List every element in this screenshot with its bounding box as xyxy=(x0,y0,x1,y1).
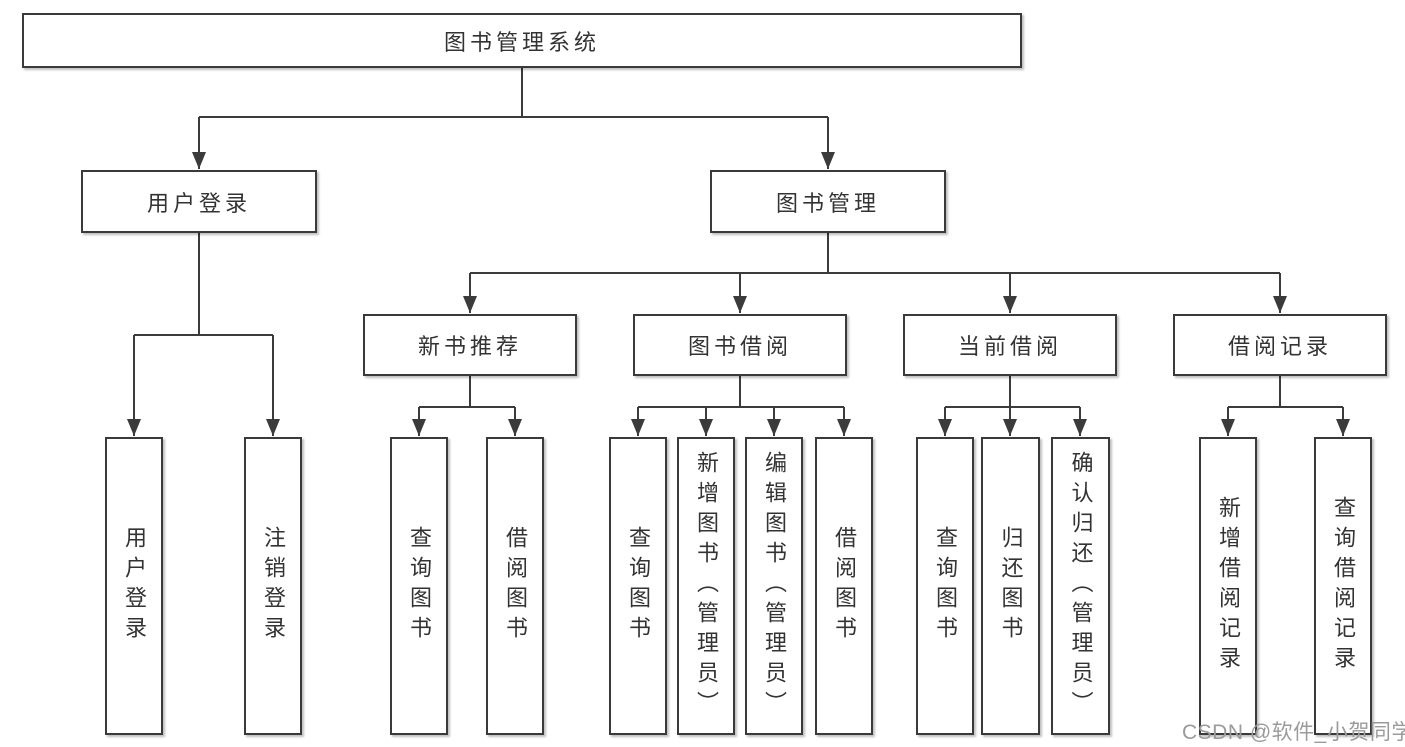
leaf-borrow-books-borrowing: 借阅图书 xyxy=(815,437,873,735)
arrowhead-icon xyxy=(1336,419,1350,436)
leaf-query-books-borrowing: 查询图书 xyxy=(609,437,667,735)
leaf-label: 借阅图书 xyxy=(832,526,857,646)
arrowhead-icon xyxy=(463,296,477,313)
arrowhead-icon xyxy=(1073,419,1087,436)
arrowhead-icon xyxy=(938,419,952,436)
node-book-management: 图书管理 xyxy=(710,170,946,233)
node-borrowing-records: 借阅记录 xyxy=(1173,314,1387,376)
arrowhead-icon xyxy=(127,419,141,436)
leaf-add-book-admin: 新增图书（管理员） xyxy=(677,437,735,735)
arrowhead-icon xyxy=(837,419,851,436)
arrowhead-icon xyxy=(1003,419,1017,436)
node-current-borrowing: 当前借阅 xyxy=(903,314,1117,376)
node-new-book-recommendation: 新书推荐 xyxy=(363,314,577,376)
leaf-label: 确认归还（管理员） xyxy=(1068,451,1094,721)
connector-root-to-level2 xyxy=(198,68,829,169)
node-label: 图书管理 xyxy=(775,190,880,216)
node-root: 图书管理系统 xyxy=(22,13,1022,68)
node-label: 用户登录 xyxy=(146,190,251,216)
arrowhead-icon xyxy=(733,296,747,313)
arrowhead-icon xyxy=(631,419,645,436)
connector-borrowing-records-branch xyxy=(1227,376,1344,436)
arrowhead-icon xyxy=(1003,296,1017,313)
leaf-label: 查询借阅记录 xyxy=(1331,496,1356,676)
leaf-label: 查询图书 xyxy=(933,526,958,646)
leaf-label: 注销登录 xyxy=(261,526,286,646)
leaf-logout: 注销登录 xyxy=(244,437,302,735)
leaf-label: 新增图书（管理员） xyxy=(694,451,719,721)
leaf-label: 查询图书 xyxy=(407,526,432,646)
node-label: 图书借阅 xyxy=(687,334,792,359)
node-label: 借阅记录 xyxy=(1227,334,1332,359)
arrowhead-icon xyxy=(1273,296,1287,313)
leaf-label: 用户登录 xyxy=(122,526,147,646)
leaf-confirm-return-admin: 确认归还（管理员） xyxy=(1051,437,1110,735)
arrowhead-icon xyxy=(192,152,206,169)
arrowhead-icon xyxy=(266,419,280,436)
node-root-label: 图书管理系统 xyxy=(443,29,600,55)
leaf-borrow-books-recommend: 借阅图书 xyxy=(486,437,544,735)
leaf-query-books-current: 查询图书 xyxy=(916,437,974,735)
leaf-label: 借阅图书 xyxy=(503,526,528,646)
leaf-query-borrow-record: 查询借阅记录 xyxy=(1314,437,1372,735)
arrowhead-icon xyxy=(508,419,522,436)
connector-book-borrowing-branch xyxy=(637,376,845,436)
leaf-label: 新增借阅记录 xyxy=(1216,496,1241,676)
arrowhead-icon xyxy=(767,419,781,436)
connector-user-login-branch xyxy=(133,233,274,436)
leaf-return-book: 归还图书 xyxy=(981,437,1040,735)
connector-new-book-branch xyxy=(418,376,516,436)
node-book-borrowing: 图书借阅 xyxy=(633,314,847,376)
arrowhead-icon xyxy=(699,419,713,436)
connector-book-management-branch xyxy=(469,233,1281,313)
arrowhead-icon xyxy=(1221,419,1235,436)
leaf-query-books-recommend: 查询图书 xyxy=(390,437,448,735)
node-label: 当前借阅 xyxy=(957,334,1062,359)
leaf-label: 查询图书 xyxy=(626,526,651,646)
arrowhead-icon xyxy=(821,152,835,169)
leaf-label: 归还图书 xyxy=(998,526,1024,646)
leaf-add-borrow-record: 新增借阅记录 xyxy=(1199,437,1257,735)
node-label: 新书推荐 xyxy=(417,334,522,359)
leaf-user-login: 用户登录 xyxy=(105,437,163,735)
leaf-label: 编辑图书（管理员） xyxy=(762,451,787,721)
csdn-watermark: CSDN @软件_小贺同学 xyxy=(1182,721,1405,744)
node-user-login: 用户登录 xyxy=(81,170,317,233)
arrowheads xyxy=(127,152,1350,436)
leaf-edit-book-admin: 编辑图书（管理员） xyxy=(745,437,803,735)
arrowhead-icon xyxy=(412,419,426,436)
